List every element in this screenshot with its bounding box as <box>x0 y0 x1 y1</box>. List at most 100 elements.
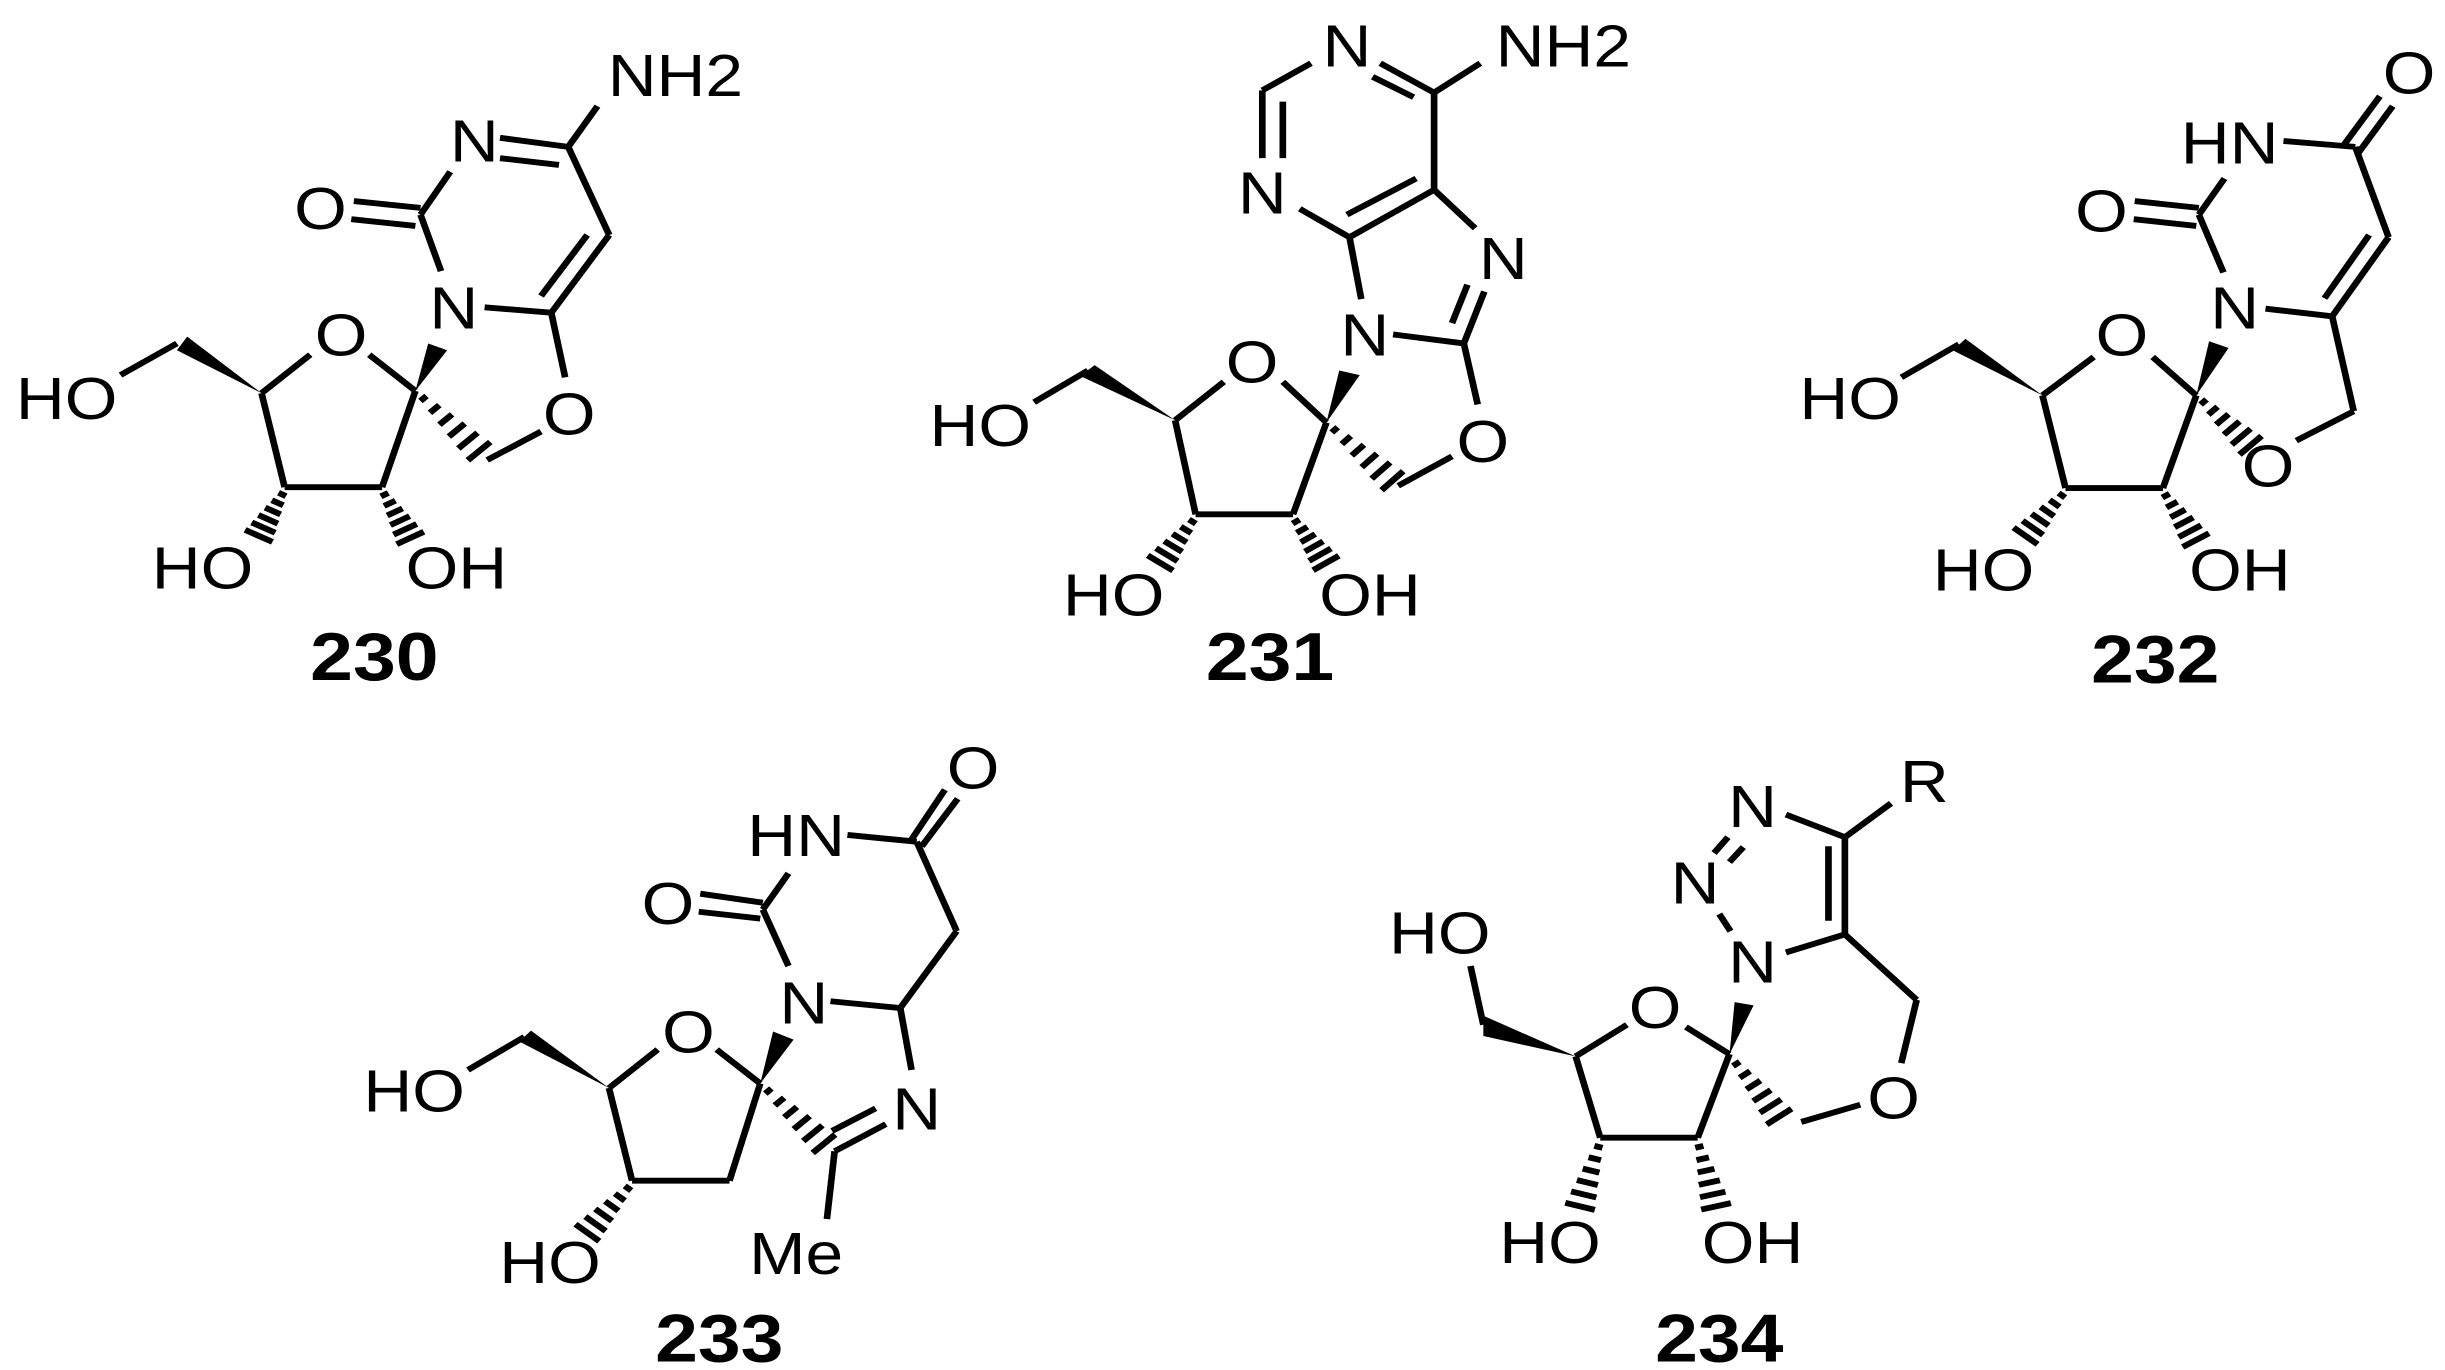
hashed-bond-dash <box>250 519 277 536</box>
hashed-bond-dash <box>2180 530 2211 550</box>
bond <box>417 213 445 273</box>
hashed-bond-dash <box>2164 499 2180 510</box>
hashed-bond-dash <box>1379 469 1406 493</box>
hashed-bond-dash <box>782 1104 800 1120</box>
hashed-bond-dash <box>2029 511 2051 528</box>
atom-label: N <box>892 1075 941 1142</box>
hashed-bond-dash <box>2168 507 2188 520</box>
bond <box>2040 354 2096 398</box>
atom-label: HO <box>1933 536 2035 603</box>
hashed-bond-dash <box>2237 433 2264 457</box>
hashed-bond-dash <box>1311 553 1341 573</box>
atom-label: N <box>1238 159 1287 226</box>
atom-label: O <box>2075 177 2128 244</box>
wedge-bond <box>1952 338 2043 396</box>
bond <box>548 312 569 378</box>
hashed-bond-dash <box>583 1214 608 1234</box>
bond <box>605 1087 636 1182</box>
bond <box>499 134 569 150</box>
hashed-bond-dash <box>270 497 285 508</box>
compound-number: 233 <box>655 1301 783 1370</box>
bond <box>1347 187 1436 240</box>
hashed-bond-dash <box>1695 1154 1710 1163</box>
hashed-bond-dash <box>465 439 493 463</box>
bond <box>2339 94 2383 149</box>
hashed-bond-dash <box>1307 546 1333 564</box>
hashed-bond-dash <box>1570 1188 1598 1201</box>
bond <box>1467 965 1487 1026</box>
bond <box>484 304 552 316</box>
bond <box>378 390 419 489</box>
wedge-bond <box>1080 365 1176 421</box>
bond <box>1899 341 1961 380</box>
atom-label: R <box>1900 748 1949 815</box>
bond <box>1683 1024 1732 1057</box>
bond <box>759 871 792 912</box>
bond <box>699 890 764 906</box>
hashed-bond-dash <box>1145 552 1175 574</box>
hashed-bond-dash <box>1303 538 1325 555</box>
bond <box>548 233 613 315</box>
bond <box>606 1047 660 1091</box>
bond <box>2265 305 2333 320</box>
hashed-bond-dash <box>2229 426 2253 447</box>
atom-label: O <box>2242 432 2295 499</box>
bond <box>1572 1055 1604 1139</box>
hashed-bond-dash <box>2221 419 2242 437</box>
bond <box>1289 421 1330 516</box>
atom-label: HO <box>1063 561 1165 628</box>
atom-label: N <box>450 107 499 174</box>
hashed-bond-dash <box>622 1183 634 1193</box>
wedge-bond <box>1483 1015 1576 1057</box>
bond <box>897 929 960 1010</box>
bond <box>1711 835 1731 855</box>
bond <box>913 840 960 933</box>
atom-label: HO <box>363 1057 465 1124</box>
hashed-bond-dash <box>427 402 442 415</box>
bond <box>1431 187 1478 231</box>
hashed-bond-dash <box>1187 517 1198 527</box>
bond <box>1346 236 1365 300</box>
hashed-bond-dash <box>1696 1165 1716 1176</box>
hashed-bond-dash <box>1694 1143 1705 1151</box>
atom-label: O <box>947 734 1000 801</box>
bond <box>1842 932 1920 1002</box>
hashed-bond-dash <box>1576 1177 1599 1188</box>
bond <box>1172 379 1227 423</box>
bond <box>1784 931 1846 956</box>
atom-label: O <box>642 870 695 937</box>
hashed-bond-dash <box>391 521 419 538</box>
hashed-bond-dash <box>1290 517 1302 527</box>
wedge-bond <box>415 343 448 391</box>
hashed-bond-dash <box>1699 1188 1727 1201</box>
atom-label: O <box>2096 301 2149 368</box>
atom-label: OH <box>2189 536 2291 603</box>
hashed-bond-dash <box>573 1221 602 1244</box>
compound-number: 234 <box>1655 1301 1783 1370</box>
hashed-bond-dash <box>263 504 283 518</box>
wedge-bond <box>1729 1002 1754 1055</box>
atom-label: O <box>294 175 347 242</box>
atom-label: O <box>315 301 368 368</box>
hashed-bond-dash <box>1339 433 1354 447</box>
hashed-bond-dash <box>1730 1059 1742 1069</box>
bond <box>1370 74 1416 100</box>
bond <box>2294 408 2356 444</box>
bond <box>896 1007 915 1071</box>
hashed-bond-dash <box>1737 1068 1753 1081</box>
bond <box>485 429 543 463</box>
hashed-bond-dash <box>1581 1165 1601 1176</box>
hashed-bond-dash <box>1369 460 1393 481</box>
atom-label: HO <box>930 392 1032 459</box>
wedge-bond <box>176 336 262 394</box>
hashed-bond-dash <box>382 498 397 509</box>
hashed-bond-dash <box>1178 524 1194 536</box>
bond <box>2328 315 2357 412</box>
atom-label: OH <box>1319 561 1421 628</box>
hashed-bond-dash <box>277 490 288 499</box>
atom-label: N <box>1340 301 1389 368</box>
bond <box>1432 60 1483 96</box>
